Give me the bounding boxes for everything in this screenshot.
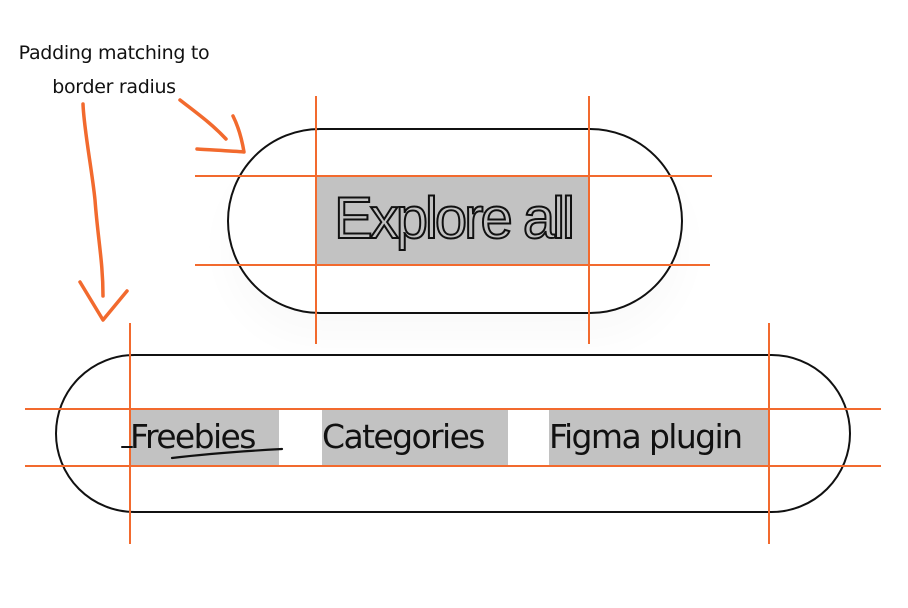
arrow-down-shaft-icon [81, 102, 105, 298]
nav-item-categories[interactable]: Categories [322, 409, 508, 466]
active-underline-icon [121, 446, 284, 460]
annotation-line-1: Padding matching to [18, 42, 210, 64]
nav-item-label: Figma plugin [549, 417, 743, 456]
arrow-down-head-icon [78, 280, 129, 322]
annotation-caption: Padding matching to border radius [0, 36, 228, 104]
explore-all-content-box: Explore all [317, 176, 589, 265]
explore-all-label: Explore all [333, 185, 576, 251]
annotation-line-2: border radius [52, 76, 176, 98]
guide-lines [25, 96, 881, 544]
arrow-diagonal-head-icon [195, 114, 246, 154]
nav-item-freebies[interactable]: Freebies [130, 409, 279, 466]
nav-item-label: Freebies [130, 417, 256, 456]
arrow-diagonal-shaft-icon [178, 98, 228, 141]
nav-item-figma-plugin[interactable]: Figma plugin [549, 409, 769, 466]
nav-item-label: Categories [322, 417, 485, 456]
